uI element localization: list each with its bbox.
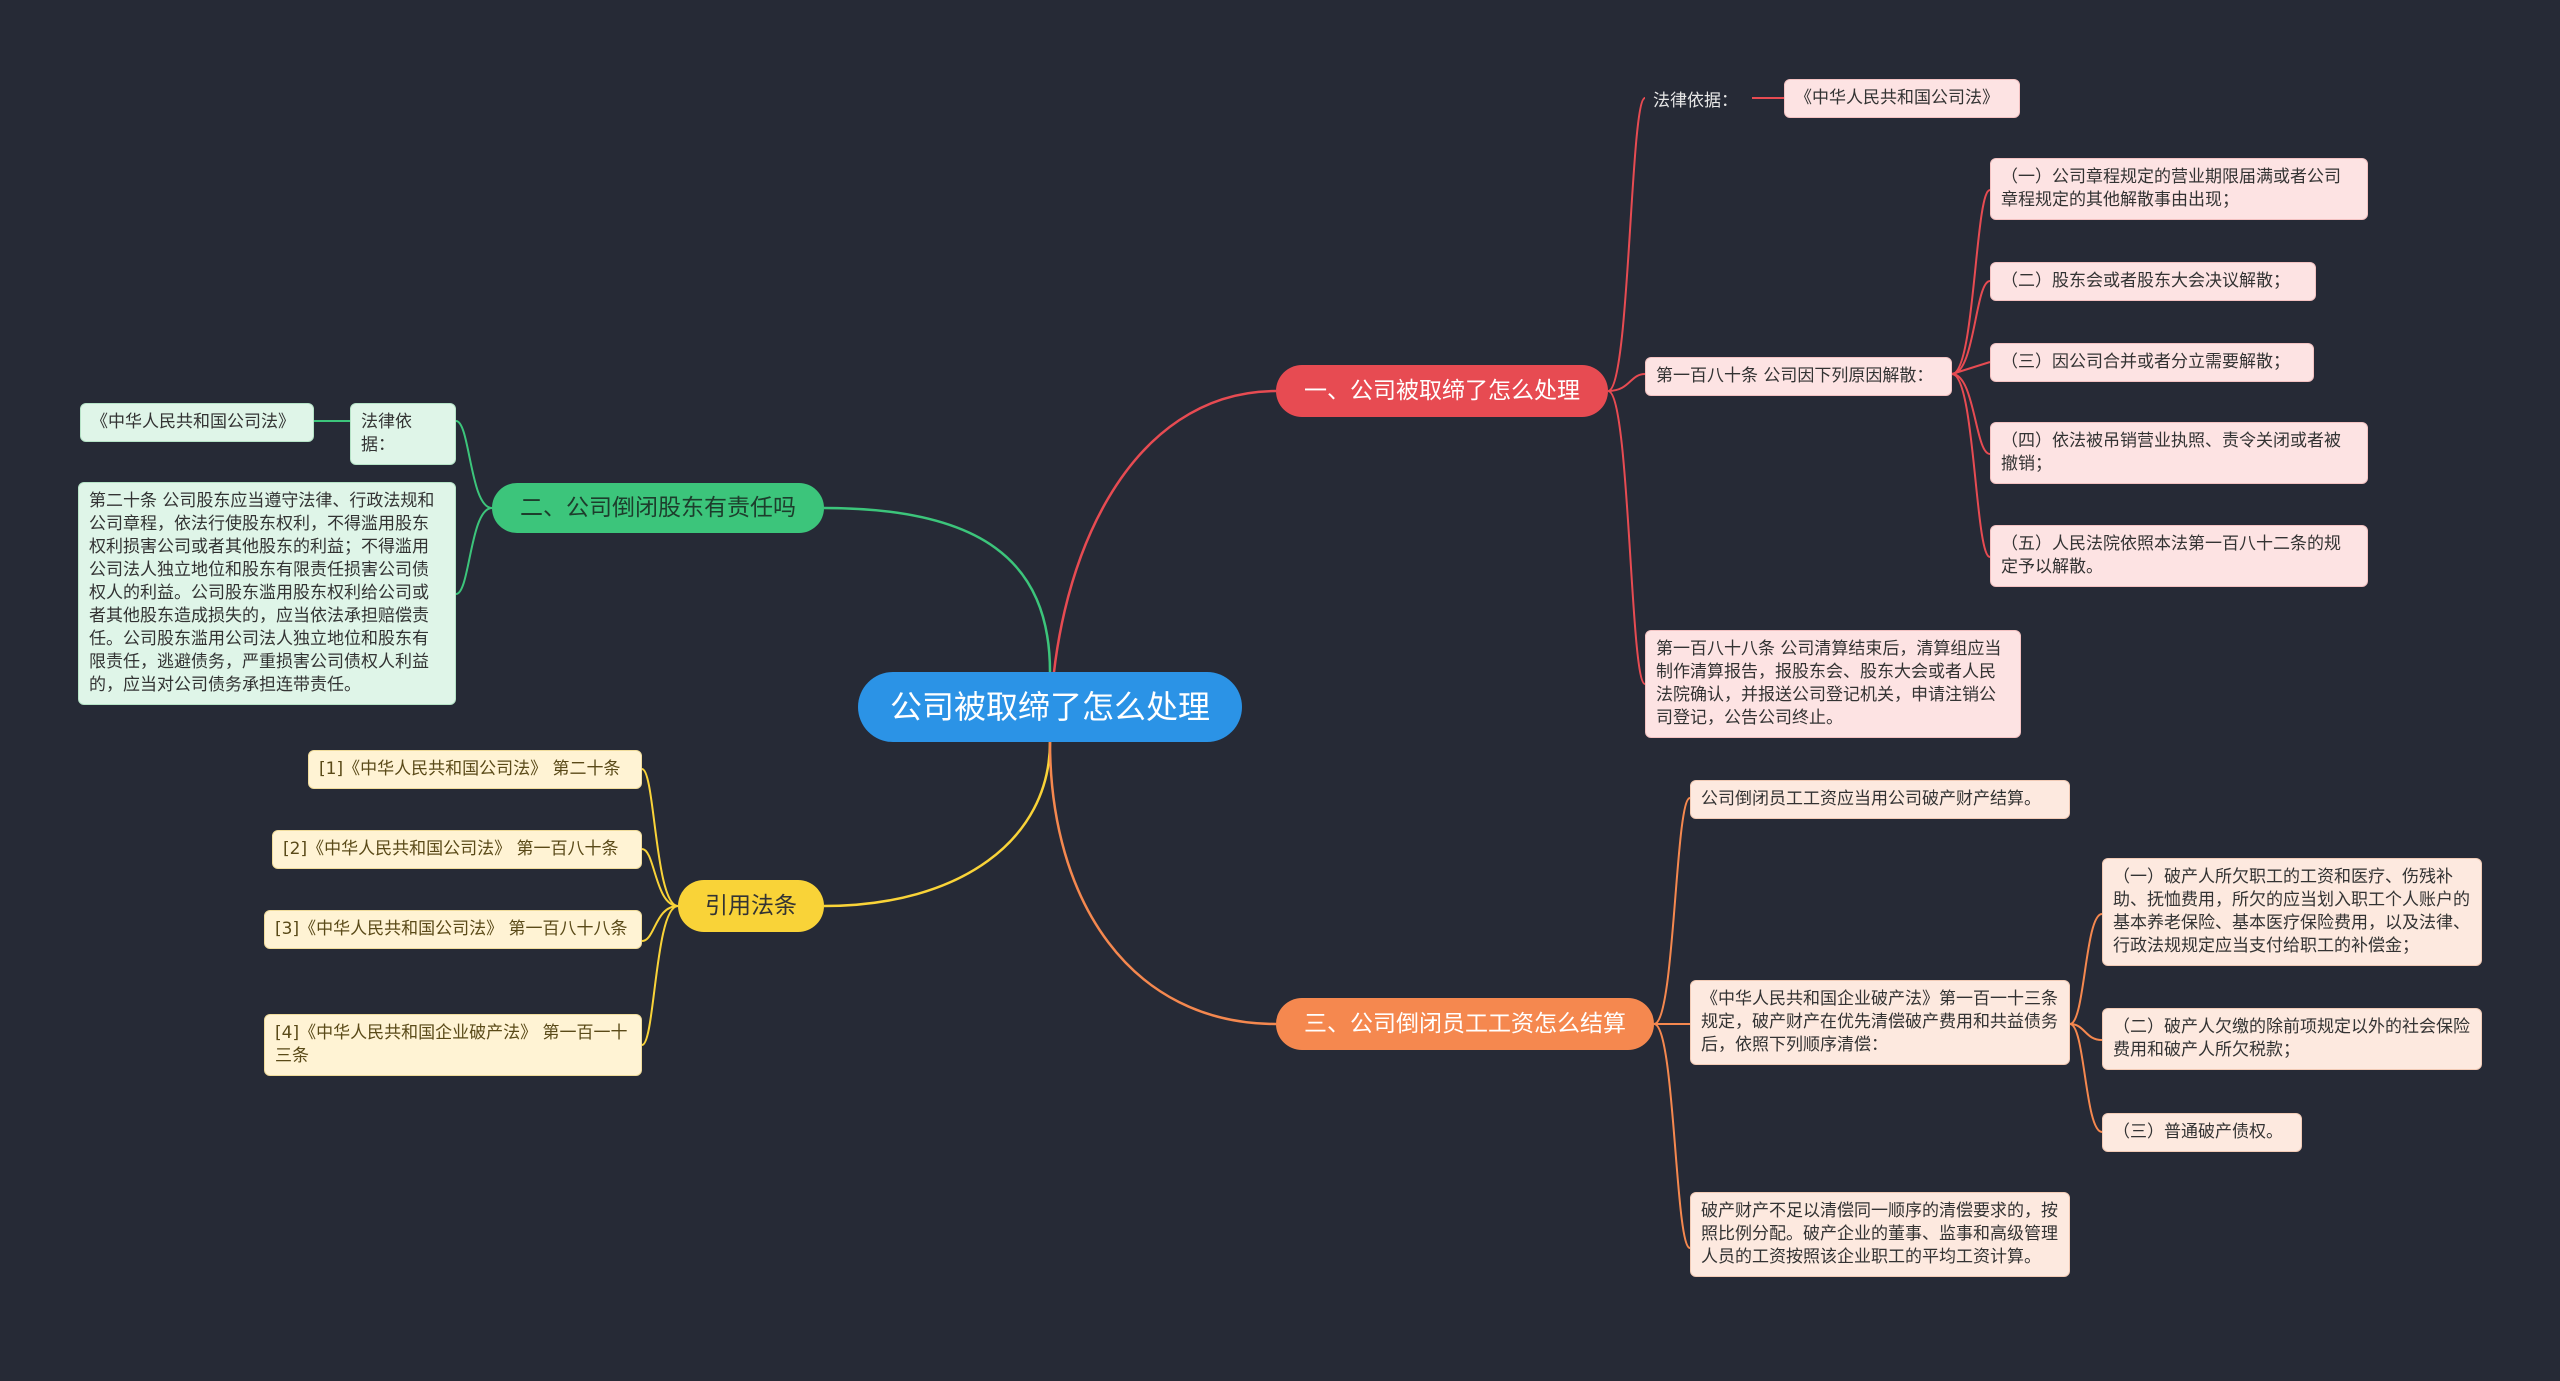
link-b1-art180 xyxy=(1607,373,1646,392)
link-root-branch1 xyxy=(1048,389,1277,743)
art180-item-2[interactable]: （二）股东会或者股东大会决议解散； xyxy=(1990,262,2316,301)
link-root-branch3 xyxy=(823,741,1052,908)
ref-1[interactable]: [1]《中华人民共和国公司法》 第二十条 xyxy=(308,750,642,789)
link-b2-basis xyxy=(455,420,493,509)
link-b2-article xyxy=(455,507,493,595)
art113-item-1[interactable]: （一）破产人所欠职工的工资和医疗、伤残补助、抚恤费用，所欠的应当划入职工个人账户… xyxy=(2102,858,2482,966)
branch1-art188[interactable]: 第一百八十八条 公司清算结束后，清算组应当制作清算报告，报股东会、股东大会或者人… xyxy=(1645,630,2021,738)
link-b1-basis xyxy=(1607,97,1646,392)
branch-3-topic[interactable]: 引用法条 xyxy=(678,880,824,932)
link-root-branch4 xyxy=(1048,741,1277,1026)
ref-2[interactable]: [2]《中华人民共和国公司法》 第一百八十条 xyxy=(272,830,642,869)
link-art180-1 xyxy=(1951,189,1991,375)
root-topic[interactable]: 公司被取缔了怎么处理 xyxy=(858,672,1242,742)
branch1-basis-label[interactable]: 法律依据： xyxy=(1653,91,1738,111)
branch1-art180[interactable]: 第一百八十条 公司因下列原因解散： xyxy=(1645,357,1952,396)
art180-item-1[interactable]: （一）公司章程规定的营业期限届满或者公司章程规定的其他解散事由出现； xyxy=(1990,158,2368,220)
branch-4-topic[interactable]: 三、公司倒闭员工工资怎么结算 xyxy=(1276,998,1654,1050)
branch4-note2[interactable]: 破产财产不足以清偿同一顺序的清偿要求的，按照比例分配。破产企业的董事、监事和高级… xyxy=(1690,1192,2070,1277)
ref-4[interactable]: [4]《中华人民共和国企业破产法》 第一百一十三条 xyxy=(264,1014,642,1076)
link-b1-art188 xyxy=(1607,390,1646,685)
branch2-basis-value[interactable]: 《中华人民共和国公司法》 xyxy=(80,403,314,442)
art180-item-3[interactable]: （三）因公司合并或者分立需要解散； xyxy=(1990,343,2314,382)
branch2-basis-label[interactable]: 法律依据： xyxy=(350,403,456,465)
art113-item-3[interactable]: （三）普通破产债权。 xyxy=(2102,1113,2302,1152)
branch4-note1[interactable]: 公司倒闭员工工资应当用公司破产财产结算。 xyxy=(1690,780,2070,819)
ref-3[interactable]: [3]《中华人民共和国公司法》 第一百八十八条 xyxy=(264,910,642,949)
link-root-branch2 xyxy=(823,506,1052,673)
branch-2-topic[interactable]: 二、公司倒闭股东有责任吗 xyxy=(492,483,824,533)
art113-item-2[interactable]: （二）破产人欠缴的除前项规定以外的社会保险费用和破产人所欠税款； xyxy=(2102,1008,2482,1070)
branch4-art113[interactable]: 《中华人民共和国企业破产法》第一百一十三条规定，破产财产在优先清偿破产费用和共益… xyxy=(1690,980,2070,1065)
branch-1-topic[interactable]: 一、公司被取缔了怎么处理 xyxy=(1276,365,1608,417)
branch2-article[interactable]: 第二十条 公司股东应当遵守法律、行政法规和公司章程，依法行使股东权利，不得滥用股… xyxy=(78,482,456,705)
branch1-basis-value[interactable]: 《中华人民共和国公司法》 xyxy=(1784,79,2020,118)
art180-item-5[interactable]: （五）人民法院依照本法第一百八十二条的规定予以解散。 xyxy=(1990,525,2368,587)
art180-item-4[interactable]: （四）依法被吊销营业执照、责令关闭或者被撤销； xyxy=(1990,422,2368,484)
